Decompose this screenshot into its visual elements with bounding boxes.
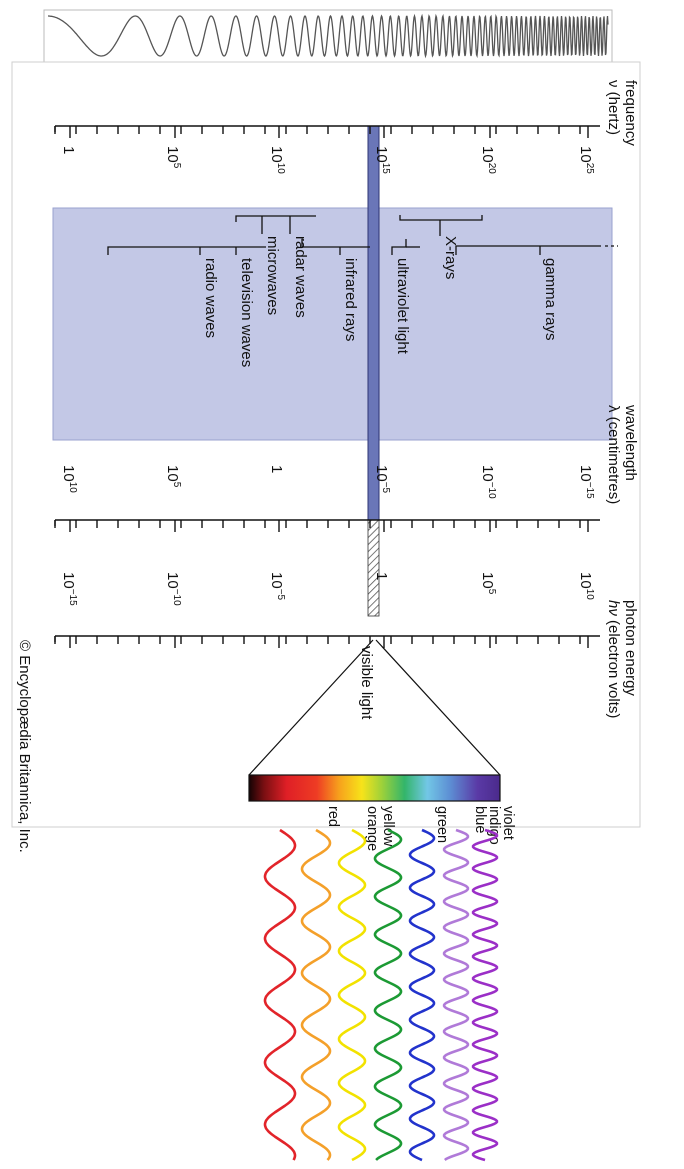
top-wave-icon <box>48 13 609 59</box>
color-label-green: green <box>434 806 450 843</box>
band-label-radar: radar waves <box>292 236 309 318</box>
axis-tick-label: 1010 <box>268 146 286 174</box>
visible-spectrum-bar <box>248 774 501 802</box>
axis-tick-label: 10−15 <box>577 465 595 499</box>
color-label-red: red <box>325 806 341 827</box>
axis-tick-label: 105 <box>164 146 182 169</box>
energy-tick-labels: 10−15 10−10 10−5 1 105 1010 <box>60 572 595 606</box>
energy-axis-symbol: hν (electron volts) <box>605 600 622 718</box>
axis-tick-label: 10−5 <box>268 572 286 601</box>
color-wave <box>471 828 499 1162</box>
color-wave <box>337 828 367 1162</box>
frequency-tick-labels: 1 105 1010 1015 1020 1025 <box>60 146 595 174</box>
color-wave <box>300 828 332 1161</box>
band-region <box>52 207 613 441</box>
visible-light-callout <box>248 639 501 776</box>
axis-tick-label: 1 <box>373 572 390 580</box>
panel-frame <box>11 61 641 828</box>
axis-tick-label: 1025 <box>577 146 595 174</box>
frequency-axis-title: frequency <box>622 80 639 146</box>
band-label-radio: radio waves <box>202 258 219 338</box>
axis-tick-label: 1015 <box>373 146 391 174</box>
color-label-yellow: yellow <box>380 806 396 847</box>
color-label-violet: violet <box>500 806 516 840</box>
color-wave <box>263 828 297 1161</box>
axis-tick-label: 105 <box>479 572 497 595</box>
axis-tick-label: 105 <box>164 465 182 488</box>
energy-axis-title: photon energy <box>622 600 639 696</box>
band-label-tv: television waves <box>238 258 255 367</box>
axis-tick-label: 1010 <box>577 572 595 600</box>
band-label-uv: ultraviolet light <box>394 258 411 355</box>
axis-tick-label: 10−15 <box>60 572 78 606</box>
band-label-ir: infrared rays <box>342 258 359 341</box>
wavelength-axis-title: wavelength <box>622 404 639 481</box>
visible-band-strip <box>367 125 380 521</box>
axis-tick-label: 1020 <box>479 146 497 174</box>
axis-tick-label: 1 <box>268 465 285 473</box>
color-label-orange: orange <box>364 806 380 851</box>
visible-light-label: visible light <box>358 646 375 720</box>
band-label-gamma: gamma rays <box>542 258 559 341</box>
band-brackets <box>107 215 618 255</box>
axis-tick-label: 10−10 <box>479 465 497 499</box>
frequency-axis-symbol: ν (hertz) <box>605 80 622 135</box>
axis-lines <box>54 125 600 648</box>
color-wave <box>442 828 470 1162</box>
axis-tick-label: 10−10 <box>164 572 182 606</box>
wavelength-tick-labels: 1010 105 1 10−5 10−10 10−15 <box>60 465 595 499</box>
color-wave <box>373 828 403 1161</box>
axis-tick-label: 1010 <box>60 465 78 493</box>
axis-tick-label: 10−5 <box>373 465 391 494</box>
band-label-xrays: X-rays <box>442 236 459 279</box>
color-label-blue: blue <box>472 806 488 833</box>
visible-band-hatch <box>367 519 380 617</box>
wavelength-axis-symbol: λ (centimetres) <box>605 405 622 504</box>
color-waves <box>263 828 499 1162</box>
band-label-microwaves: microwaves <box>264 236 281 315</box>
color-wave <box>408 828 436 1162</box>
axis-tick-label: 1 <box>60 146 77 154</box>
credit-text: © Encyclopædia Britannica, Inc. <box>16 640 33 853</box>
